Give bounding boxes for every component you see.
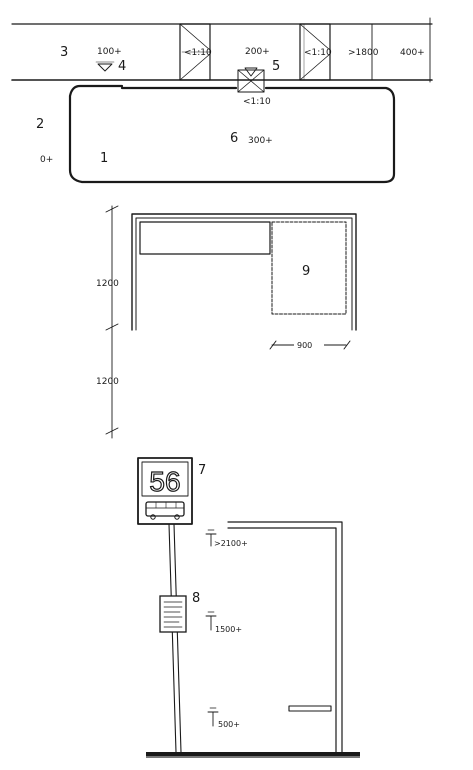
level-triangle-left [97,63,113,72]
shelter-panel [271,221,347,315]
height-1500: 1500+ [215,625,242,634]
plan-view: 3 100+ 4 <1:10 200+ 5 <1:10 <1:10 >1800 … [11,17,433,184]
label-6: 6 [230,131,238,146]
height-500: 500+ [218,720,240,729]
width-dim: >1800 [348,48,379,58]
timetable-board [159,595,187,633]
dim-lower: 1200 [96,377,119,387]
level-platform: 300+ [248,136,273,146]
level-right-top: 400+ [400,48,425,58]
ramp-2 [299,23,331,81]
label-2: 2 [36,117,44,132]
label-7: 7 [198,463,206,478]
label-1: 1 [100,151,108,166]
shelter-bench [139,221,271,255]
slope-ramp-3: <1:10 [243,97,271,107]
route-sign [137,457,193,525]
label-4: 4 [118,59,126,74]
shelter-side-frame [227,521,343,753]
level-mid-top: 200+ [245,47,270,57]
dim-upper: 1200 [96,279,119,289]
bus-icon [145,501,185,520]
handrail [288,705,332,712]
label-5: 5 [272,59,280,74]
label-9: 9 [302,264,310,279]
bus-stop-elevation: 56 7 8 [137,457,360,758]
slope-ramp-1: <1:10 [184,48,212,58]
pole-right [173,523,182,753]
level-left-top: 100+ [97,47,122,57]
level-ground: 0+ [40,155,53,165]
slope-ramp-2: <1:10 [304,48,332,58]
ramp-3-marker [237,67,265,93]
shelter-elevation: 9 1200 1200 900 [96,205,357,439]
route-number: 56 [149,466,180,497]
ramp-1 [179,23,211,81]
label-3: 3 [60,45,68,60]
height-marker-1500 [205,611,217,631]
height-marker-2100 [205,529,217,547]
pole-left [168,523,177,753]
dim-panel-width: 900 [297,341,312,350]
platform-outline [68,84,396,184]
height-2100: >2100+ [214,539,248,548]
height-marker-500 [207,707,219,727]
ground-line [146,752,360,758]
label-8: 8 [192,591,200,606]
